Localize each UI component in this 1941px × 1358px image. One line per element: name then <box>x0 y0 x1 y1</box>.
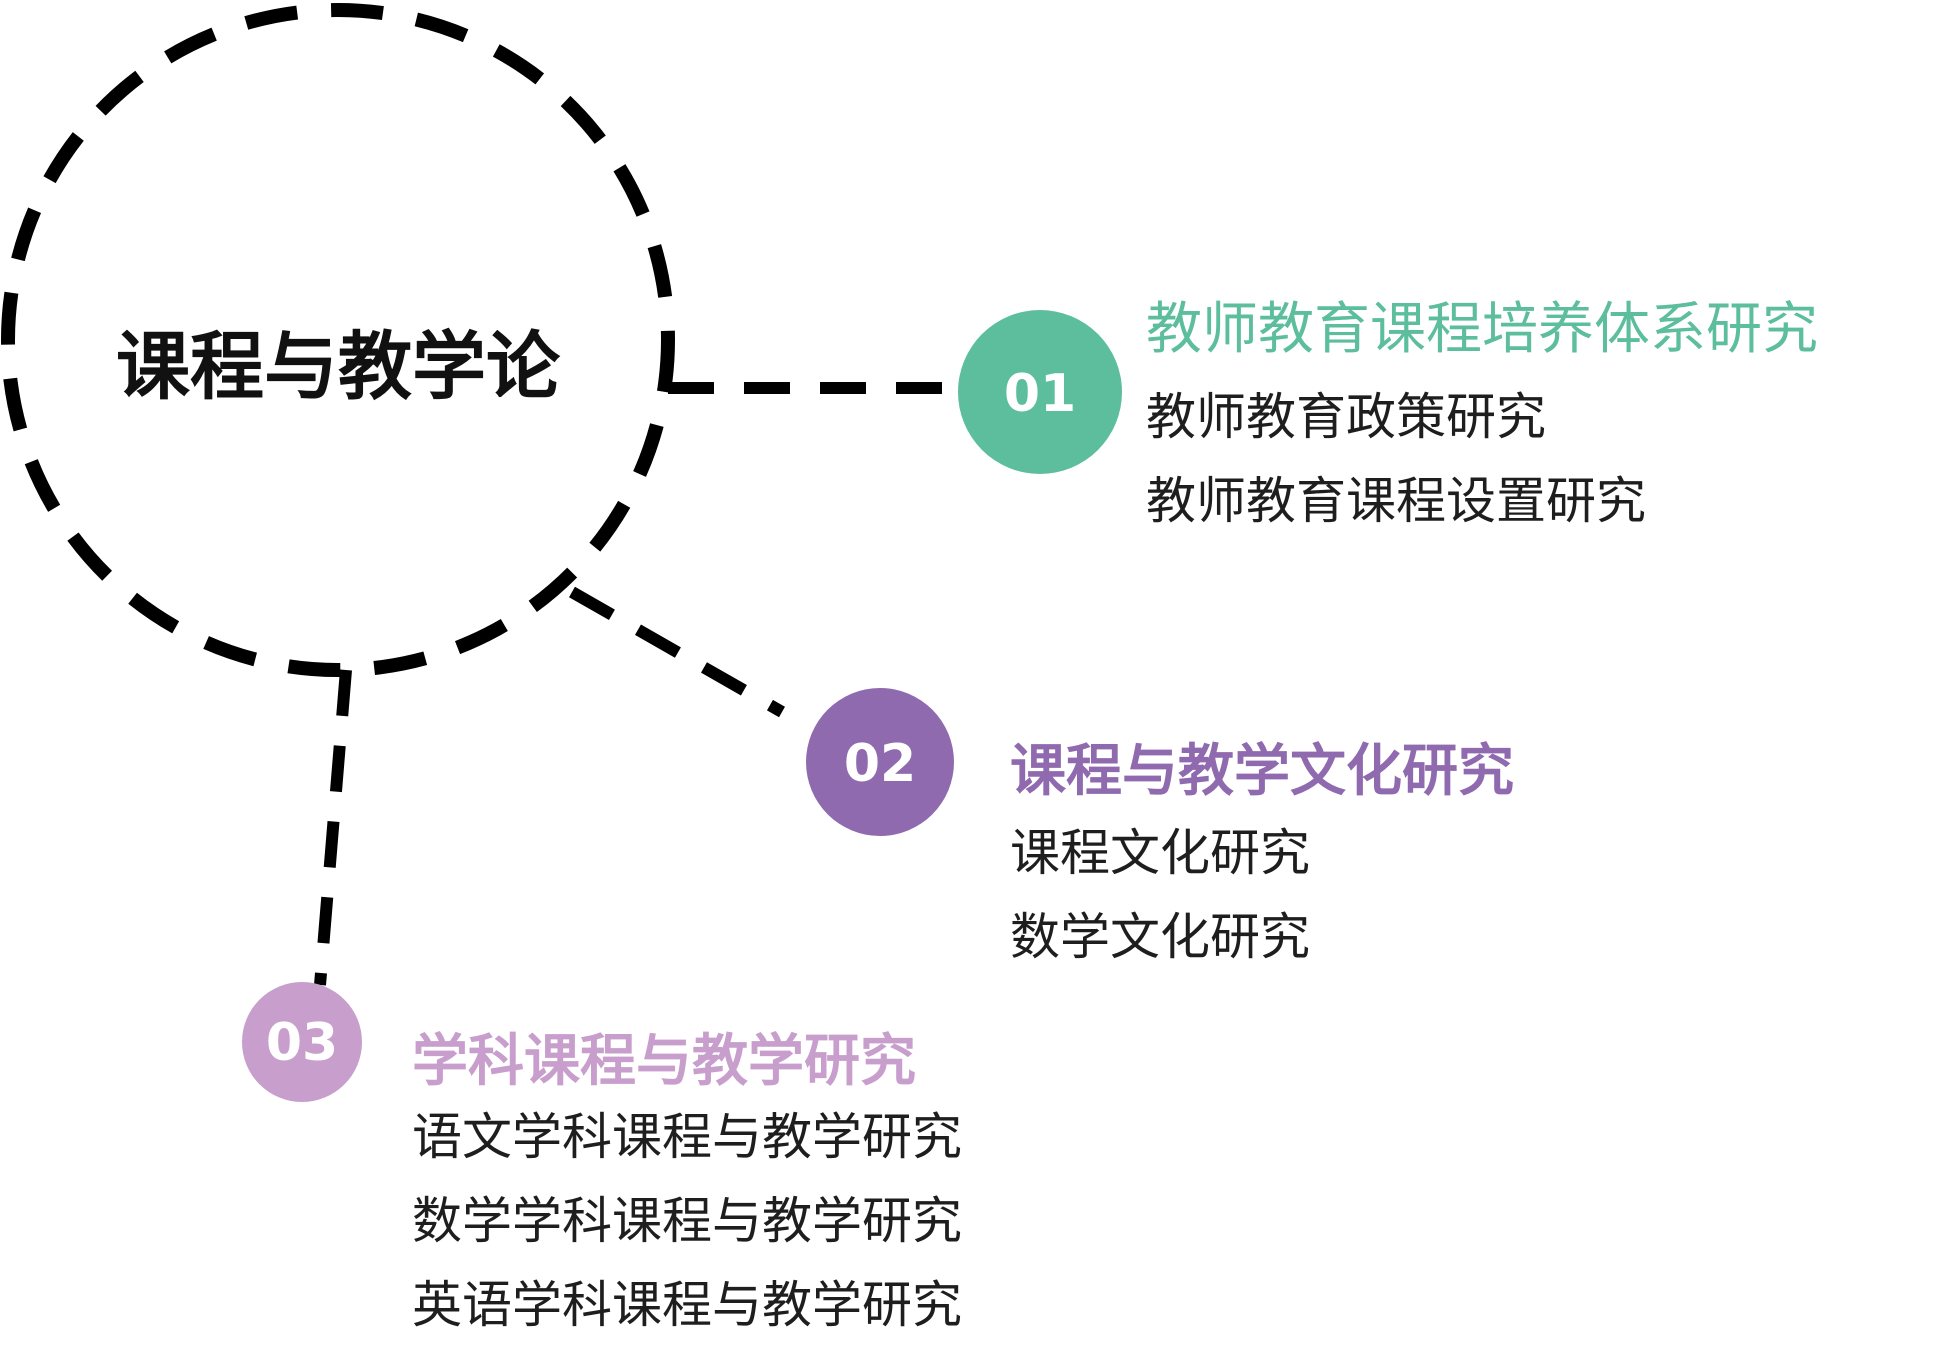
branch-03: 03 学科课程与教学研究 语文学科课程与教学研究 数学学科课程与教学研究 英语学… <box>242 982 962 1334</box>
hub-label: 课程与教学论 <box>116 324 561 410</box>
branch-01-item-2: 教师教育课程设置研究 <box>1146 472 1646 530</box>
branch-03-item-2: 数学学科课程与教学研究 <box>412 1192 962 1250</box>
branch-03-item-1: 语文学科课程与教学研究 <box>412 1108 962 1166</box>
branch-02: 02 课程与教学文化研究 课程文化研究 数学文化研究 <box>806 688 1514 966</box>
branch-02-item-1: 课程文化研究 <box>1010 824 1310 882</box>
badge-02 <box>806 688 954 836</box>
hub-dashed-circle <box>1 3 675 677</box>
branch-01-item-1: 教师教育政策研究 <box>1146 388 1546 446</box>
branch-02-item-2: 数学文化研究 <box>1010 908 1310 966</box>
badge-03-number: 03 <box>266 1013 338 1073</box>
connector-03 <box>314 669 352 986</box>
badge-03 <box>242 982 362 1102</box>
badge-01-number: 01 <box>1004 364 1076 424</box>
branch-03-item-3: 英语学科课程与教学研究 <box>412 1276 962 1334</box>
badge-01 <box>958 310 1122 474</box>
connector-02 <box>569 586 785 718</box>
badge-02-number: 02 <box>844 734 916 794</box>
branch-02-title: 课程与教学文化研究 <box>1010 739 1514 804</box>
branch-01-title: 教师教育课程培养体系研究 <box>1146 297 1818 362</box>
branch-01: 01 教师教育课程培养体系研究 教师教育政策研究 教师教育课程设置研究 <box>958 297 1818 530</box>
branch-03-title: 学科课程与教学研究 <box>412 1029 916 1094</box>
